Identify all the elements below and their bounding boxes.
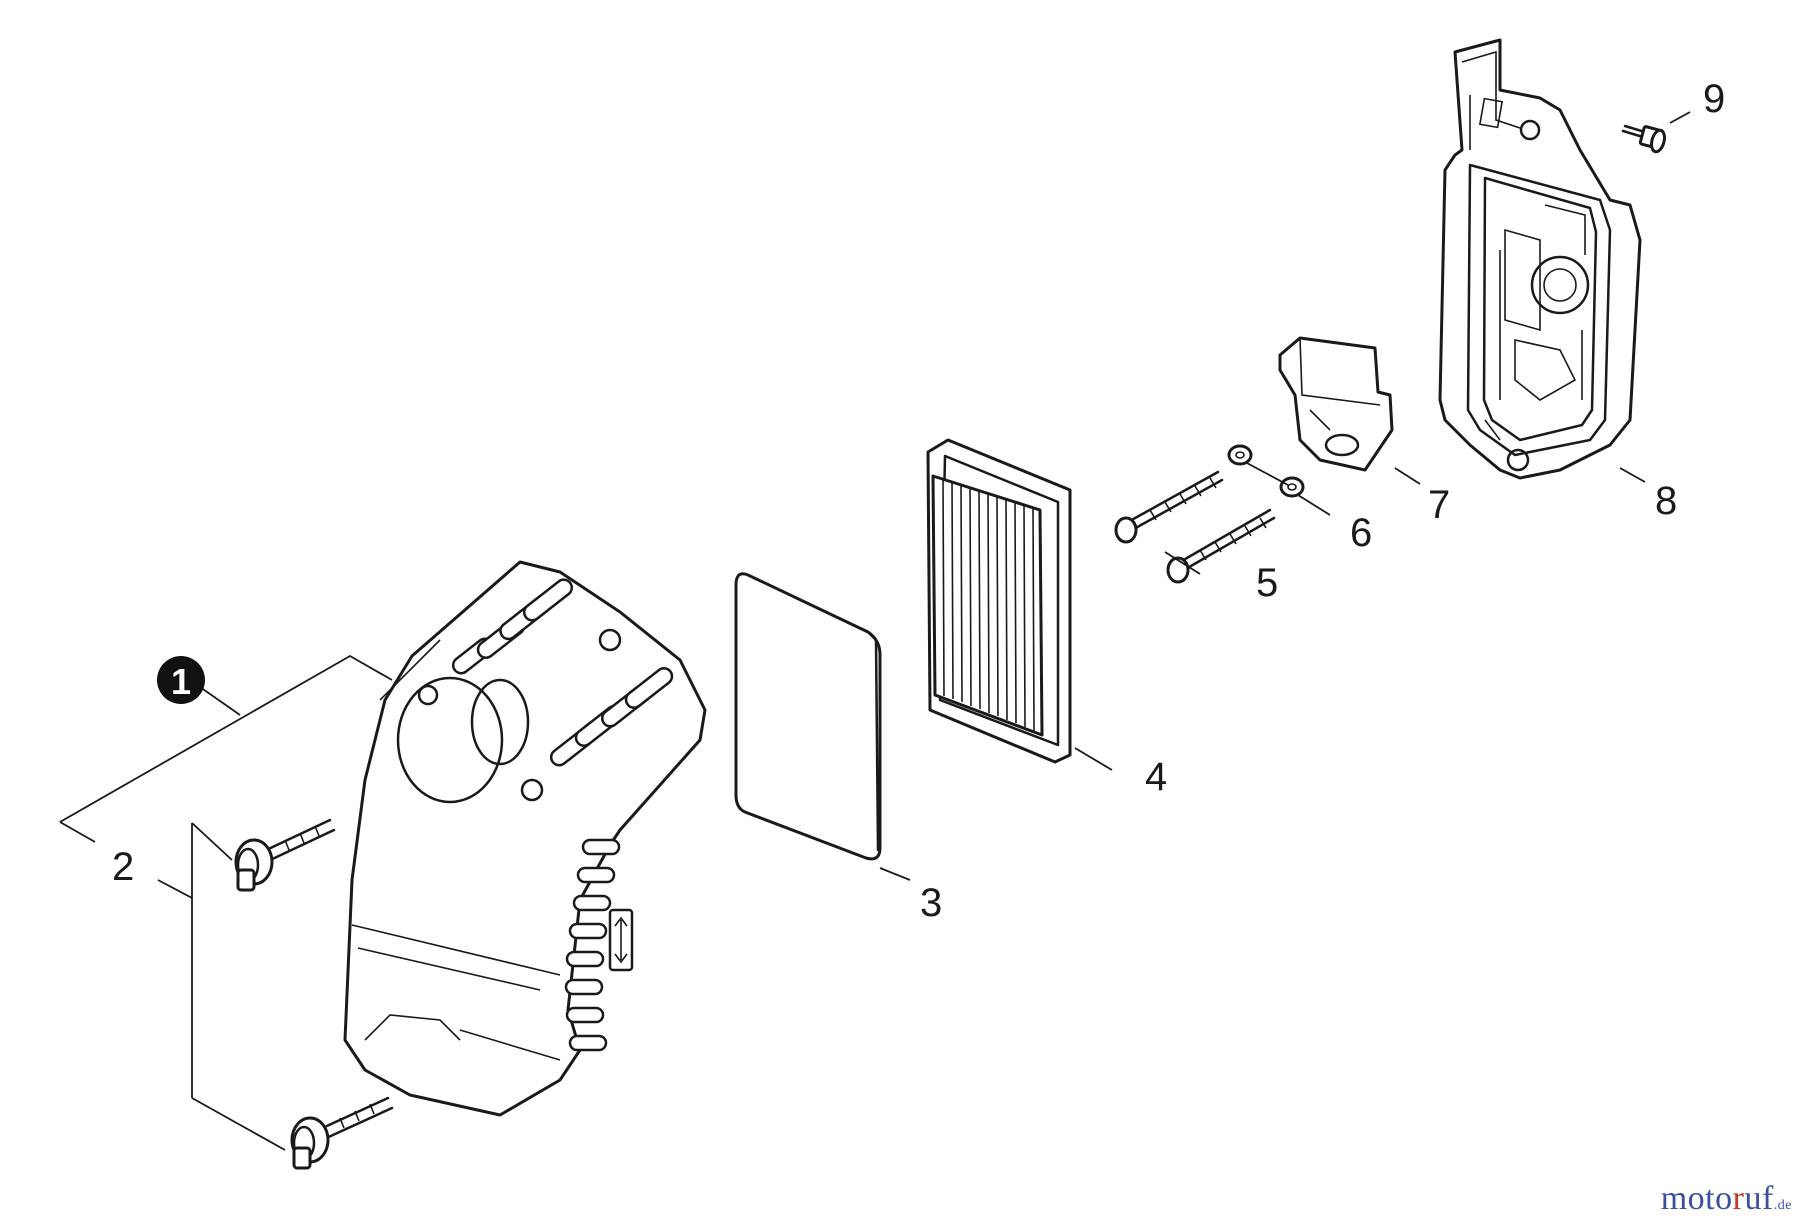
part-5-screws: [1114, 470, 1276, 584]
part-9-screw: [1621, 124, 1666, 154]
part-1-cover: [343, 560, 707, 1117]
watermark-part-c: uf: [1744, 1180, 1774, 1217]
callout-1: 1: [157, 656, 205, 704]
callout-8: 8: [1655, 479, 1677, 523]
callout-1-label: 1: [171, 661, 191, 702]
motoruf-watermark: motoruf.de: [1661, 1180, 1792, 1218]
cover-vent-slots-top: [451, 578, 574, 675]
callout-7: 7: [1428, 483, 1450, 527]
fastener-upper: [234, 818, 336, 892]
callout-5: 5: [1256, 561, 1278, 605]
cover-vent-slots-mid: [549, 667, 674, 767]
leader-lines: [59, 111, 1691, 1151]
part-3-foam-filter: [734, 572, 882, 861]
part-7-deflector: [1278, 336, 1394, 472]
filter-pleats: [942, 477, 1035, 732]
callouts: 1 2 3 4 5 6 7 8 9: [112, 77, 1725, 925]
part-2-fasteners: [234, 818, 394, 1170]
watermark-part-a: moto: [1660, 1180, 1733, 1217]
watermark-tld: .de: [1773, 1198, 1792, 1213]
callout-3: 3: [920, 881, 942, 925]
callout-4: 4: [1145, 755, 1167, 799]
callout-2: 2: [112, 845, 134, 889]
callout-6: 6: [1350, 511, 1372, 555]
part-4-pleated-filter: [926, 438, 1072, 764]
choke-switch: [608, 908, 634, 972]
watermark-part-b: r: [1732, 1180, 1745, 1217]
fastener-lower: [290, 1096, 394, 1170]
part-6-washers: [1227, 444, 1305, 498]
part-8-filter-base: [1438, 38, 1642, 480]
callout-9: 9: [1703, 77, 1725, 121]
cover-vent-slots-grip: [564, 838, 621, 1052]
